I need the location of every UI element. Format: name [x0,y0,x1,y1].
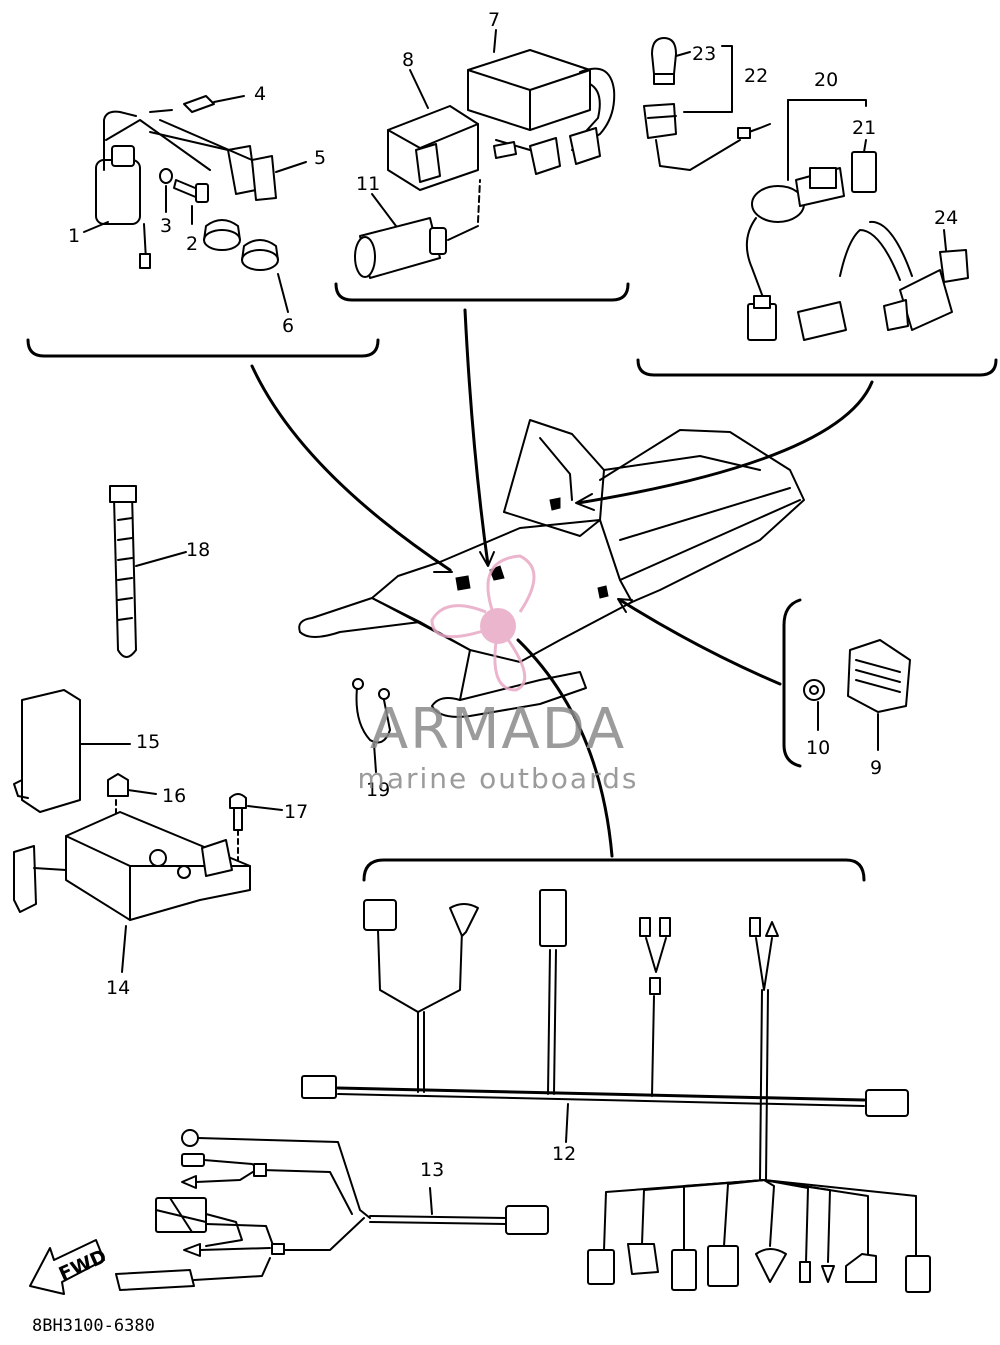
callout-17: 17 [284,801,308,823]
callout-lines-9-10 [817,701,879,751]
callout-lines-7-8-11 [371,29,497,227]
callout-12: 12 [552,1143,576,1165]
callout-lines-1-6 [83,95,307,313]
group-bracket-left [26,338,380,358]
voltage-regulator [847,639,911,713]
regulator-nut [803,679,825,701]
callout-13: 13 [420,1159,444,1181]
leader-right-arrow [575,493,595,511]
noise-suppressor [354,179,481,279]
cdi-unit [467,49,616,175]
callout-numbers: 1 2 3 4 5 6 7 8 9 10 11 12 13 14 15 16 1… [68,9,958,1181]
callout-22: 22 [744,65,768,87]
watermark-brand: ARMADA [370,697,626,762]
main-switch [745,167,845,341]
indicator-bulb [651,37,691,85]
callout-15: 15 [136,731,160,753]
callout-7: 7 [488,9,500,31]
switch-key-cap [851,151,877,193]
callout-6: 6 [282,315,294,337]
leader-middle-arrow [479,551,495,567]
callout-3: 3 [160,215,172,237]
leader-harness-group [516,638,614,858]
cable-tie [109,485,187,658]
protector-cover [13,689,131,813]
callout-8: 8 [402,49,414,71]
callout-23: 23 [692,43,716,65]
emergency-stop-switch [797,220,969,341]
group-bracket-regulator [782,598,802,768]
callout-lines-20-24 [683,45,947,251]
watermark-tagline: marine outboards [358,762,639,795]
spark-plug-caps [149,119,277,201]
leader-regulator-group [618,598,782,686]
callout-24: 24 [934,207,958,229]
callout-14: 14 [106,977,130,999]
leader-left-arrow [433,559,453,573]
leader-middle-group [463,308,490,567]
mounting-bracket [13,811,251,973]
callout-4: 4 [254,83,266,105]
callout-21: 21 [852,117,876,139]
callout-11: 11 [356,173,380,195]
callout-16: 16 [162,785,186,807]
ignition-screw [173,179,209,203]
group-bracket-right [636,358,998,377]
rubber-grommets [203,219,279,271]
spark-plug-cap-clip [149,95,215,113]
indicator-socket [643,103,771,171]
callout-10: 10 [806,737,830,759]
leader-right-group [576,380,874,505]
callout-18: 18 [186,539,210,561]
wire-clamp [352,678,391,773]
callout-19: 19 [366,779,390,801]
leader-left-group [250,364,452,572]
group-bracket-middle [334,282,630,302]
callout-20: 20 [814,69,838,91]
sub-wire-harness [115,1129,549,1291]
propeller-logo-icon [430,554,536,692]
callout-9: 9 [870,757,882,779]
washer [159,168,173,184]
fwd-direction-arrow: FWD [29,1239,110,1295]
callout-5: 5 [314,147,326,169]
ignition-coil [95,110,211,269]
main-wire-harness [301,889,931,1293]
callout-1: 1 [68,225,80,247]
rivet [107,773,157,797]
cdi-rubber-mount [387,105,479,191]
snowmobile-outline [298,419,805,718]
armada-watermark: ARMADA marine outboards [358,554,639,795]
group-bracket-harness [362,858,866,882]
diagram-part-code: 8BH3100-6380 [32,1316,155,1336]
callout-2: 2 [186,233,198,255]
